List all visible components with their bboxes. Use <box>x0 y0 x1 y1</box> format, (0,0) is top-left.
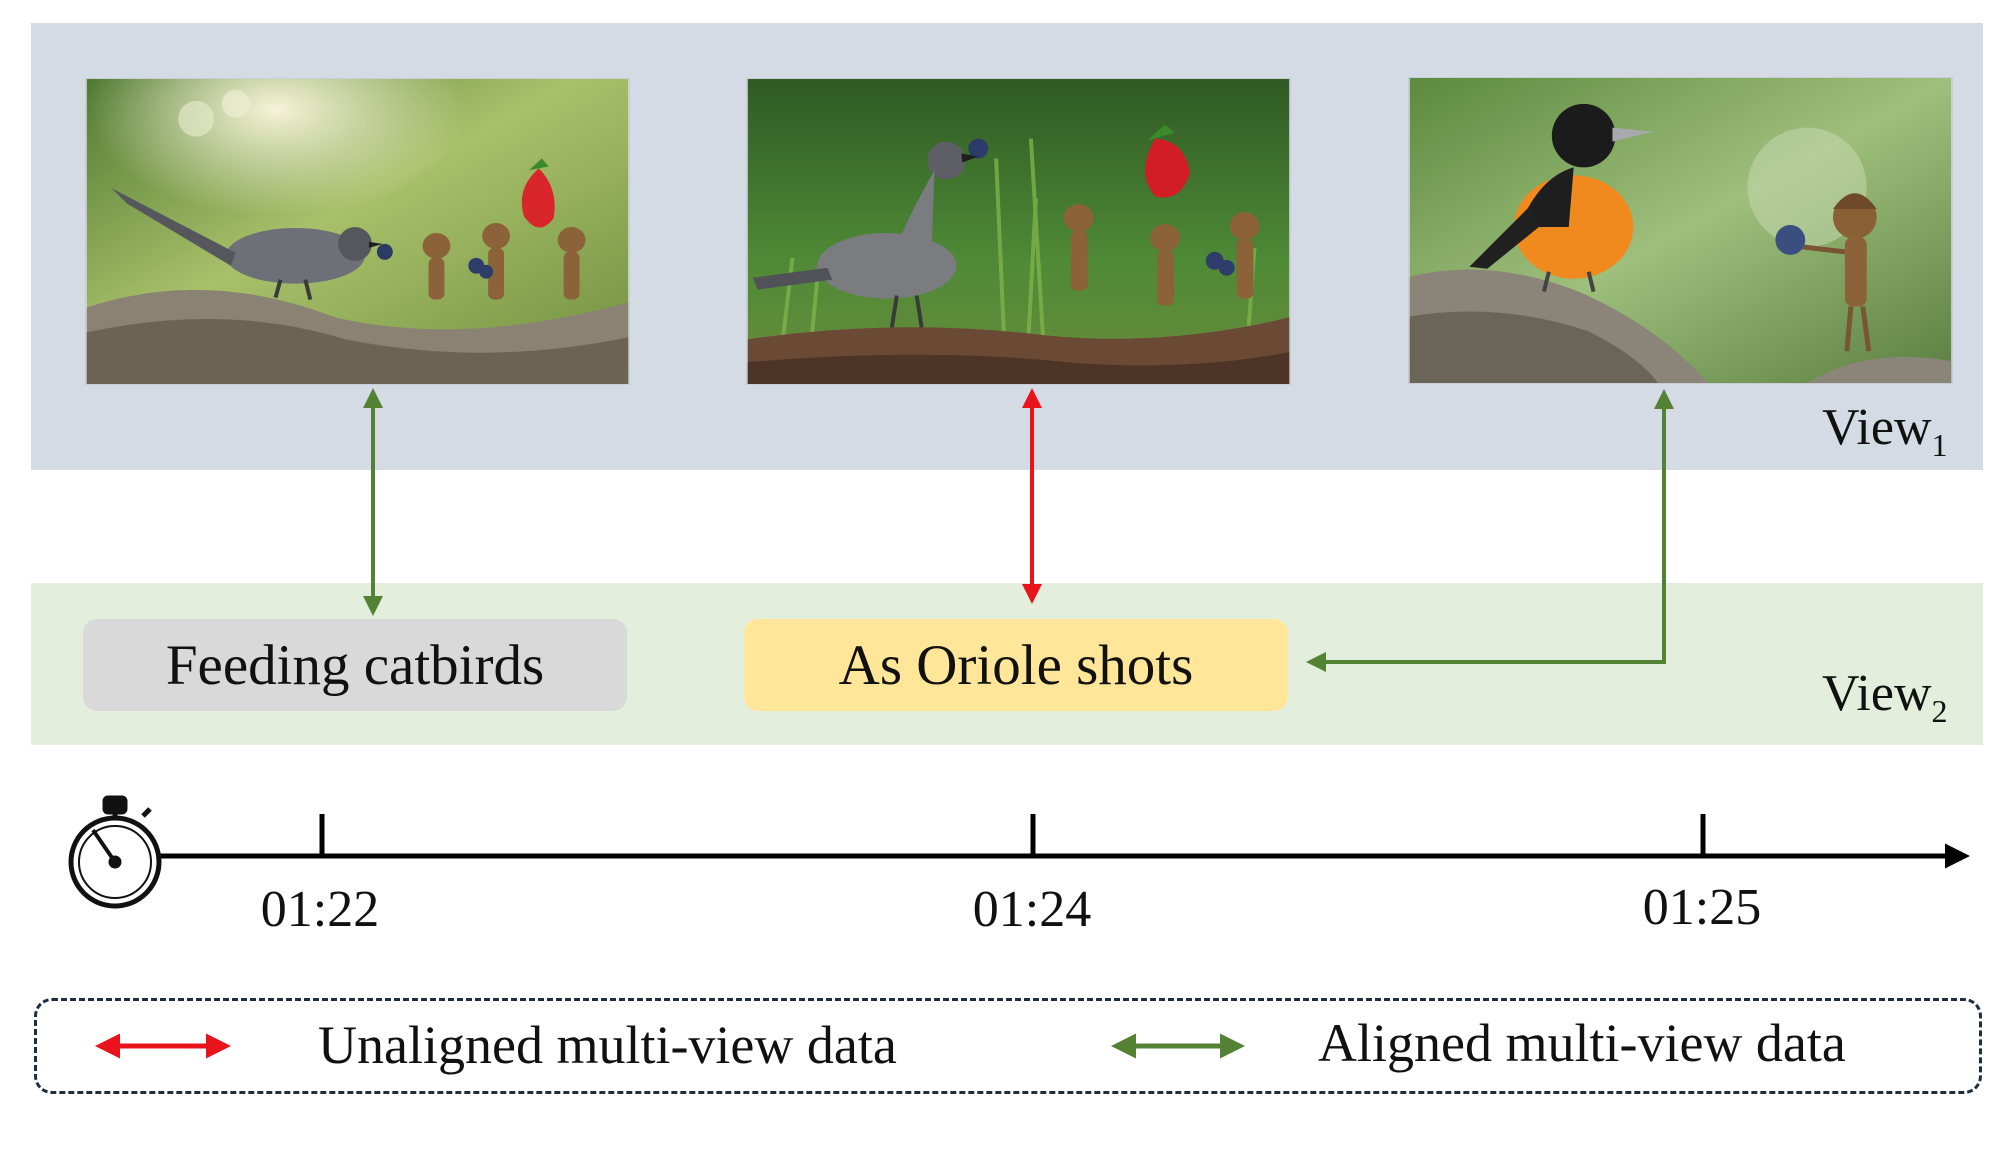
caption-feeding-catbirds-text: Feeding catbirds <box>165 633 545 697</box>
photo-oriole-with-acorn-figure <box>1408 77 1953 384</box>
photo-feeding-catbird-blueberry <box>85 78 630 385</box>
legend-box <box>34 998 1982 1094</box>
timeline-label-1: 01:22 <box>260 881 380 938</box>
caption-as-oriole-shots-text: As Oriole shots <box>838 633 1194 697</box>
view1-label-text: View <box>1822 399 1932 456</box>
photo-catbird-holding-blueberry <box>746 78 1291 385</box>
view2-label-subscript: 2 <box>1931 693 1948 729</box>
view2-label: View2 <box>1822 665 1948 729</box>
legend-aligned-label: Aligned multi-view data <box>1318 1013 1846 1073</box>
view1-label: View1 <box>1822 399 1948 463</box>
timeline-label-3: 01:25 <box>1642 879 1762 936</box>
caption-as-oriole-shots: As Oriole shots <box>744 619 1288 711</box>
view2-label-text: View <box>1822 665 1932 722</box>
aligned-link-arrow-2 <box>1306 389 1674 672</box>
timeline-label-2: 01:24 <box>972 881 1092 938</box>
legend-unaligned-label: Unaligned multi-view data <box>318 1015 897 1075</box>
caption-feeding-catbirds: Feeding catbirds <box>83 619 627 711</box>
stopwatch-icon <box>68 795 162 909</box>
view1-label-subscript: 1 <box>1931 427 1948 463</box>
